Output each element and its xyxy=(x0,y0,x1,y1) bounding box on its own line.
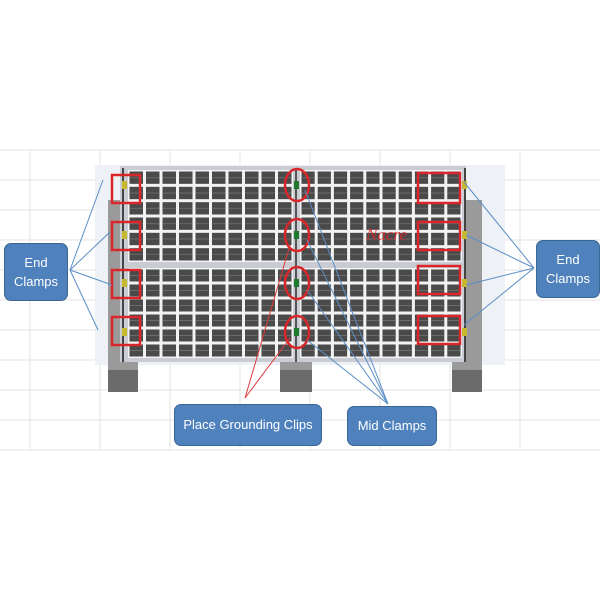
leader-line-end-clamp xyxy=(463,267,535,326)
end-clamp xyxy=(462,328,467,336)
leader-line-end-clamp xyxy=(69,231,111,271)
end-clamp xyxy=(122,231,127,239)
right-foot xyxy=(452,370,482,392)
grounding-clip-markers xyxy=(122,181,467,336)
leader-line-mid-clamp xyxy=(306,289,389,405)
grounding-clip xyxy=(294,279,299,287)
leader-line-mid-clamp xyxy=(306,239,389,405)
leader-line-end-clamp xyxy=(69,269,113,286)
end-clamp xyxy=(122,181,127,189)
end-clamp-highlight-right xyxy=(416,171,462,205)
end-clamp xyxy=(462,181,467,189)
grounding-clip-highlight xyxy=(283,265,311,301)
end-clamps-left-callout: End Clamps xyxy=(4,243,68,301)
end-clamp xyxy=(122,279,127,287)
grounding-clip-highlight xyxy=(283,167,311,203)
leader-line-mid-clamp xyxy=(306,339,389,405)
grounding-clip xyxy=(294,328,299,336)
leader-line-end-clamp xyxy=(465,234,535,269)
leader-line-grounding xyxy=(244,244,291,399)
leader-line-end-clamp xyxy=(465,267,535,286)
grounding-clip xyxy=(294,231,299,239)
watermark: Nacre xyxy=(365,225,407,244)
solar-panel xyxy=(128,170,293,262)
mid-clamps-callout: Mid Clamps xyxy=(347,406,437,446)
grounding-clip-highlight xyxy=(283,314,311,350)
leader-lines xyxy=(69,179,535,405)
end-clamp-highlight-right xyxy=(416,264,462,296)
leader-line-end-clamp xyxy=(463,181,535,269)
grounding-clip-highlight xyxy=(283,217,311,253)
grounding-clip xyxy=(294,181,299,189)
end-clamp-highlight-left xyxy=(110,315,142,347)
grounding-clips-callout: Place Grounding Clips xyxy=(174,404,322,446)
end-clamp-highlight-right xyxy=(416,314,462,346)
end-clamp xyxy=(462,279,467,287)
leader-line-grounding xyxy=(244,337,291,399)
end-clamp-highlight-left xyxy=(110,220,142,252)
end-clamp-highlight-left xyxy=(110,268,142,300)
leader-line-mid-clamp xyxy=(304,189,389,405)
end-clamp-highlight-left xyxy=(110,173,142,205)
clamp-highlights xyxy=(110,167,462,350)
left-foot xyxy=(108,370,138,392)
end-clamps-right-callout: End Clamps xyxy=(536,240,600,298)
end-clamp xyxy=(122,328,127,336)
solar-panel xyxy=(128,268,293,358)
leader-line-end-clamp xyxy=(69,269,99,331)
middle-foot xyxy=(280,370,312,392)
end-clamp xyxy=(462,231,467,239)
solar-panels xyxy=(128,170,462,358)
leader-line-end-clamp xyxy=(69,179,104,271)
end-clamp-highlight-right xyxy=(416,220,462,252)
